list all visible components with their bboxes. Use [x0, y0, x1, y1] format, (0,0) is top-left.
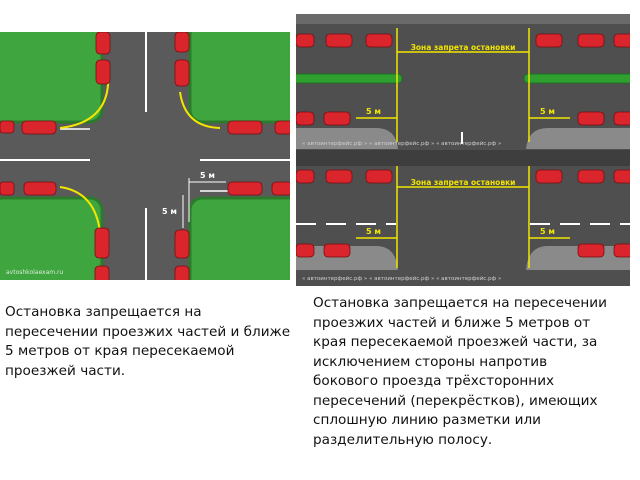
separator-strip: [296, 73, 403, 84]
car: [365, 33, 393, 48]
zone-label-bottom: Зона запрета остановки: [411, 178, 516, 187]
car: [94, 227, 110, 259]
car: [174, 265, 190, 280]
car: [365, 169, 393, 184]
car: [296, 243, 315, 258]
car: [323, 243, 351, 258]
watermark: « автоинтерфейс.рф » « автоинтерфейс.рф …: [302, 140, 501, 147]
car: [296, 111, 315, 126]
car: [535, 169, 563, 184]
car: [95, 59, 111, 85]
car: [0, 120, 15, 134]
car: [325, 33, 353, 48]
car: [577, 243, 605, 258]
watermark: « автоинтерфейс.рф » « автоинтерфейс.рф …: [302, 275, 501, 282]
grass-bottom-left: [0, 196, 104, 280]
car: [325, 169, 353, 184]
left-caption: Остановка запрещается на пересечении про…: [5, 304, 291, 379]
car: [0, 181, 15, 196]
intersection-diagram: 5 м 5 м avtoshkolaexam.ru: [0, 32, 290, 280]
right-caption: Остановка запрещается на пересечении про…: [313, 295, 607, 448]
car: [613, 33, 630, 48]
car: [271, 181, 290, 196]
car: [323, 111, 351, 126]
zone-label-top: Зона запрета остановки: [411, 43, 516, 52]
car: [274, 120, 290, 135]
car: [174, 32, 190, 53]
grass-bottom-right: [188, 196, 290, 280]
distance-label: 5 м: [366, 107, 381, 116]
car: [613, 169, 630, 184]
car: [174, 229, 190, 259]
car: [613, 111, 630, 126]
car: [296, 33, 315, 48]
car: [577, 111, 605, 126]
distance-label: 5 м: [540, 227, 555, 236]
car: [577, 169, 605, 184]
car: [21, 120, 57, 135]
grass-top-right: [188, 32, 290, 124]
car: [95, 32, 111, 55]
t-junction-diagram: Зона запрета остановки Зона запрета оста…: [296, 14, 630, 286]
distance-label-v: 5 м: [162, 207, 177, 216]
car: [535, 33, 563, 48]
distance-label-h: 5 м: [200, 171, 215, 180]
car: [23, 181, 57, 196]
watermark: avtoshkolaexam.ru: [6, 269, 63, 276]
distance-label: 5 м: [540, 107, 555, 116]
car: [227, 120, 263, 135]
car: [227, 181, 263, 196]
separator-strip: [523, 73, 630, 84]
grass-top-left: [0, 32, 104, 124]
car: [613, 243, 630, 258]
car: [577, 33, 605, 48]
car: [94, 265, 110, 280]
car: [296, 169, 315, 184]
car: [174, 59, 190, 87]
distance-label: 5 м: [366, 227, 381, 236]
